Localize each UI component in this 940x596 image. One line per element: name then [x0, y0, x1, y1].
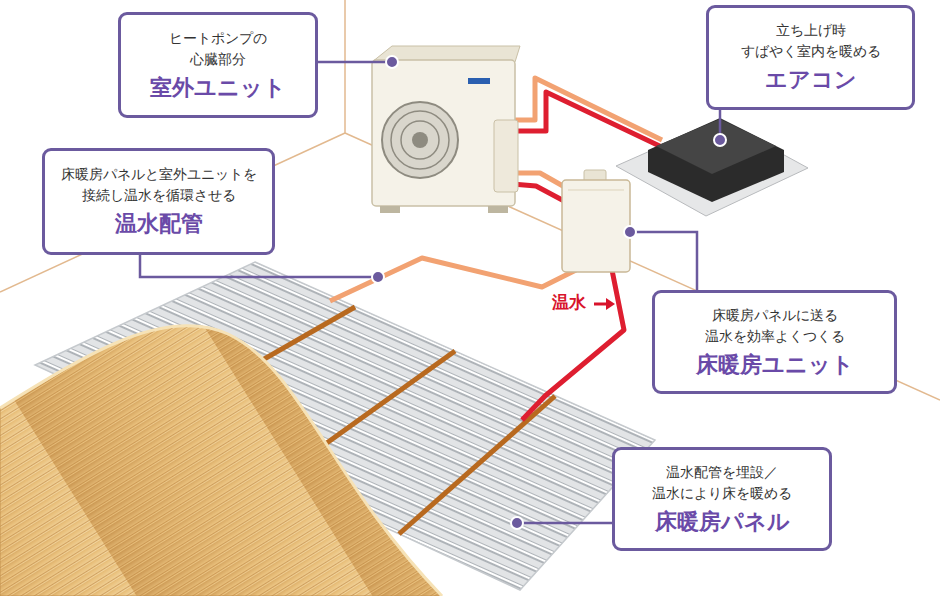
callout-box: 床暖房パネルに送る 温水を効率よくつくる床暖房ユニット: [652, 290, 897, 394]
callout-heading: 床暖房ユニット: [696, 350, 854, 380]
fan-grille: [401, 121, 439, 159]
callout-text: ヒートポンプの 心臓部分: [162, 28, 274, 70]
unit-foot: [380, 206, 400, 213]
fan-grille: [391, 111, 449, 169]
callout-box: 床暖房パネルと室外ユニットを 接続し温水を循環させる温水配管: [42, 148, 275, 255]
flow-label: 温水: [552, 292, 586, 312]
flow-arrow: [594, 303, 608, 306]
callout-heading: 床暖房パネル: [655, 507, 790, 537]
flow-arrowhead: [606, 298, 615, 310]
pipe: [512, 184, 566, 202]
fan-grille: [382, 102, 458, 178]
air-conditioner-top: [656, 119, 776, 174]
leader-line: [630, 232, 697, 296]
wood-edge: [0, 326, 442, 596]
hot-water-pipe: [330, 258, 576, 301]
callout-text: 温水配管を埋設／ 温水により床を暖める: [645, 462, 799, 504]
valve-cover: [494, 120, 518, 192]
leader-dot: [511, 517, 523, 529]
leader-dot: [624, 226, 636, 238]
leader-dot: [714, 134, 726, 146]
callout-heading: 室外ユニット: [150, 73, 286, 103]
unit-seam: [568, 190, 624, 191]
maker-logo: [468, 78, 490, 84]
leader-line: [517, 522, 620, 525]
callout-text: 床暖房パネルに送る 温水を効率よくつくる: [698, 305, 852, 347]
air-conditioner: [648, 118, 784, 202]
hot-water-pipe: [522, 270, 624, 420]
callout-box: 立ち上げ時 すばやく室内を暖めるエアコン: [706, 5, 915, 110]
floor-heating-unit: [562, 180, 630, 272]
unit-foot: [488, 206, 508, 213]
callout-heading: エアコン: [765, 65, 857, 95]
leader-dot: [372, 271, 384, 283]
leader-dot: [386, 56, 398, 68]
floor-edge: [0, 133, 345, 292]
wood-floor: [0, 326, 442, 596]
callout-box: ヒートポンプの 心臓部分室外ユニット: [118, 12, 318, 118]
pipe: [512, 92, 668, 150]
wall-corner: [344, 0, 346, 133]
fan-hub: [412, 132, 428, 148]
callout-text: 立ち上げ時 すばやく室内を暖める: [734, 20, 888, 62]
panel-strip: [399, 396, 555, 534]
callout-box: 温水配管を埋設／ 温水により床を暖める床暖房パネル: [612, 447, 832, 551]
callout-text: 床暖房パネルと室外ユニットを 接続し温水を循環させる: [54, 164, 264, 206]
callout-heading: 温水配管: [115, 209, 203, 239]
